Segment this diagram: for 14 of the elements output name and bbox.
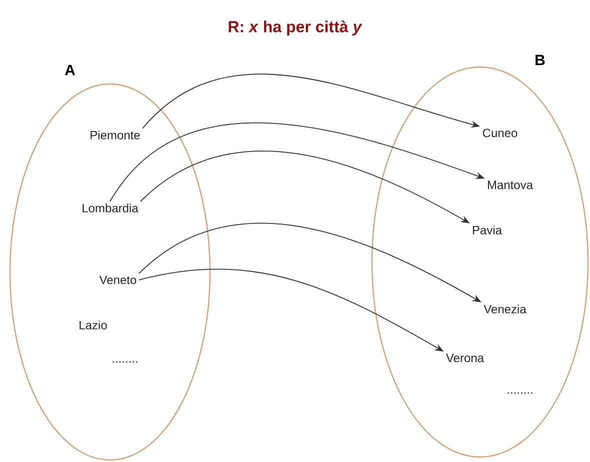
element-label: Piemonte xyxy=(90,130,140,140)
element-label: Lazio xyxy=(80,320,107,330)
element-label: Verona xyxy=(446,354,484,362)
node-label: A xyxy=(64,64,76,76)
title: R: x ha per città y xyxy=(228,20,362,36)
element-label: Pavia xyxy=(472,226,502,234)
element-label: Veneto xyxy=(99,276,136,284)
node-label: B xyxy=(536,54,545,66)
element-label: Cuneo xyxy=(482,128,518,138)
element-label: ........ xyxy=(112,361,138,363)
element-label: ........ xyxy=(508,392,532,394)
element-label: Mantova xyxy=(488,180,533,190)
element-label: Lombardia xyxy=(82,204,138,212)
element-label: Venezia xyxy=(484,304,526,314)
